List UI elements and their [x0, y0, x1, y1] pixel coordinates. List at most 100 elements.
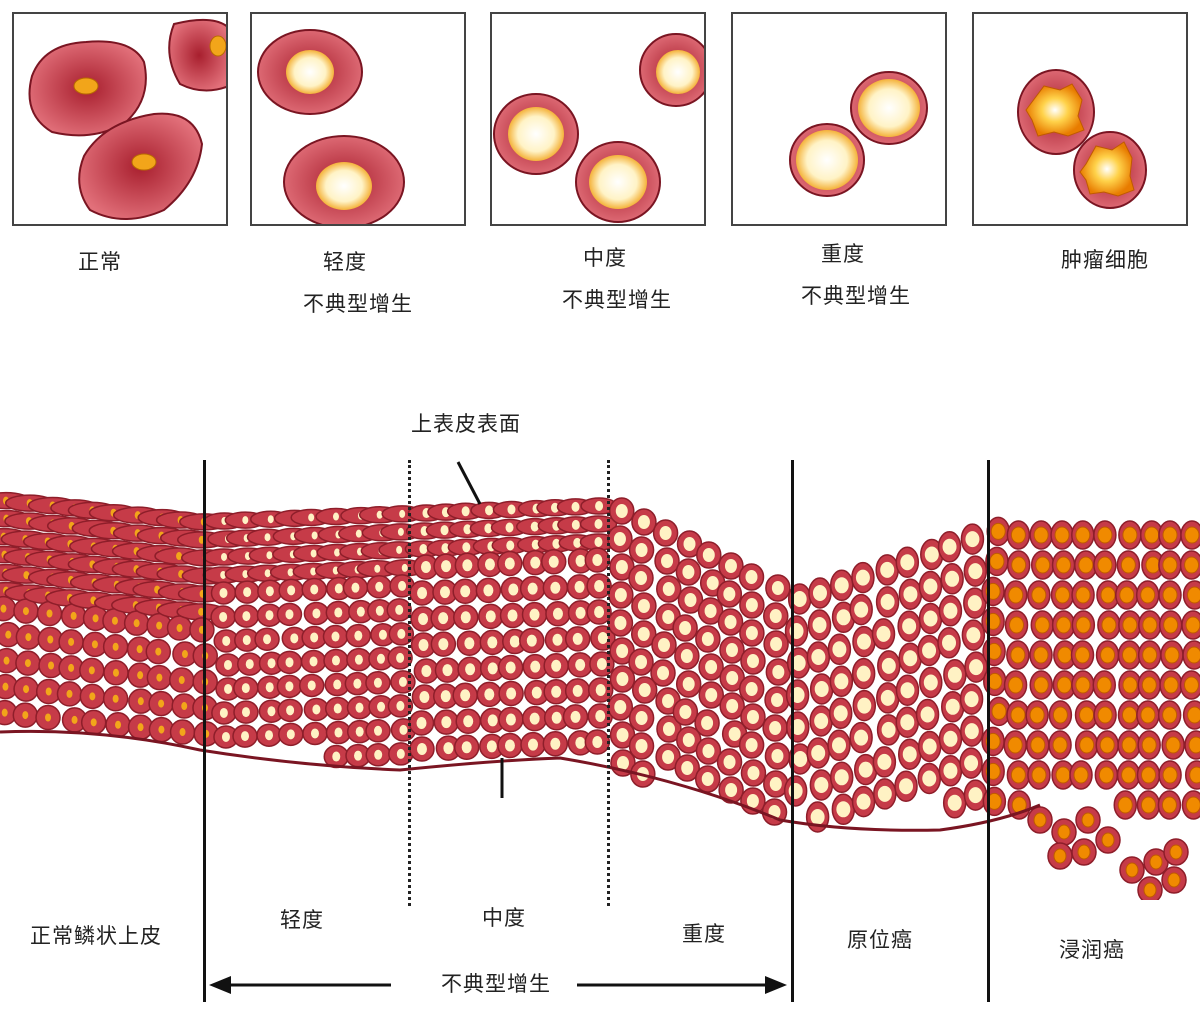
tissue-nucleus	[726, 699, 739, 713]
tissue-nucleus	[615, 504, 628, 518]
tissue-nucleus	[287, 585, 296, 596]
tissue-nucleus	[376, 653, 385, 664]
tissue-nucleus	[1117, 796, 1133, 814]
tissue-nucleus	[575, 736, 586, 749]
tissue-nucleus	[1009, 616, 1025, 634]
tissue-nucleus	[616, 728, 629, 742]
surface-callout-label: 上表皮表面	[411, 412, 521, 436]
invading-nucleus	[1057, 824, 1071, 840]
tissue-nucleus	[1145, 556, 1161, 574]
tissue-nucleus	[310, 632, 319, 643]
tissue-nucleus	[530, 556, 541, 569]
tissue-nucleus	[462, 559, 473, 572]
tissue-nucleus	[506, 687, 517, 700]
tissue-nucleus	[572, 632, 583, 645]
tissue-nucleus	[880, 593, 895, 610]
tissue-nucleus	[989, 552, 1005, 570]
tissue-nucleus	[507, 609, 518, 622]
tissue-nucleus	[311, 531, 318, 540]
tissue-nucleus	[701, 772, 714, 786]
tissue-nucleus	[155, 647, 162, 656]
tissue-nucleus	[353, 678, 362, 689]
tissue-nucleus	[552, 538, 561, 549]
tissue-nucleus	[48, 661, 55, 670]
tissue-nucleus	[965, 531, 980, 548]
tissue-nucleus	[1141, 766, 1157, 784]
tissue-nucleus	[1162, 706, 1178, 724]
tissue-nucleus	[137, 671, 144, 680]
tissue-nucleus	[942, 634, 957, 651]
tissue-nucleus	[1162, 556, 1178, 574]
tissue-nucleus	[899, 778, 914, 795]
tissue-nucleus	[920, 706, 935, 723]
tissue-nucleus	[1052, 736, 1068, 754]
tissue-nucleus	[683, 537, 696, 551]
tissue-nucleus	[922, 642, 937, 659]
tissue-nucleus	[22, 711, 29, 720]
tissue-nucleus	[241, 707, 250, 718]
tissue-nucleus	[438, 612, 449, 625]
tissue-nucleus	[1185, 616, 1200, 634]
tissue-nucleus	[307, 680, 316, 691]
tissue-nucleus	[484, 688, 495, 701]
tissue-nucleus	[1100, 646, 1116, 664]
tissue-nucleus	[241, 731, 250, 742]
tissue-nucleus	[856, 665, 871, 682]
tissue-nucleus	[506, 540, 515, 551]
tissue-nucleus	[616, 672, 629, 686]
tissue-nucleus	[723, 755, 736, 769]
tissue-nucleus	[662, 694, 675, 708]
tissue-nucleus	[858, 761, 873, 778]
tissue-nucleus	[594, 519, 603, 529]
tissue-nucleus	[25, 633, 32, 642]
tissue-nucleus	[354, 750, 363, 761]
tissue-nucleus	[334, 607, 343, 618]
tissue-nucleus	[179, 728, 186, 737]
tissue-nucleus	[811, 745, 826, 761]
panel-tumor-cells	[972, 12, 1188, 226]
tissue-nucleus	[505, 713, 516, 726]
tissue-nucleus	[487, 714, 498, 727]
normal-cell	[168, 18, 226, 92]
tissue-nucleus	[485, 505, 494, 516]
tissue-nucleus	[614, 616, 627, 630]
tissue-nucleus	[354, 654, 363, 665]
tissue-nucleus	[219, 611, 228, 622]
tissue-nucleus	[725, 643, 738, 657]
zone-invasive-label: 浸润癌	[1059, 938, 1125, 962]
tissue-nucleus	[460, 585, 471, 598]
invading-nucleus	[1033, 812, 1047, 828]
tissue-nucleus	[378, 629, 387, 640]
tissue-nucleus	[637, 627, 650, 641]
tissue-nucleus	[679, 621, 692, 635]
tissue-nucleus	[947, 666, 962, 683]
tissue-nucleus	[854, 601, 869, 618]
tissue-nucleus	[614, 700, 627, 714]
tissue-nucleus	[1144, 526, 1160, 544]
tissue-nucleus	[334, 727, 343, 738]
tissue-nucleus	[3, 656, 10, 665]
tissue-nucleus	[285, 609, 294, 620]
tissue-nucleus	[396, 748, 405, 759]
tissue-nucleus	[575, 658, 586, 671]
tissue-nucleus	[354, 630, 363, 641]
tissue-nucleus	[726, 671, 739, 685]
tissue-nucleus	[355, 529, 362, 538]
tissue-nucleus	[1008, 676, 1024, 694]
tissue-nucleus	[241, 683, 250, 694]
label-severe-sub: 不典型增生	[801, 284, 911, 308]
tissue-nucleus	[702, 744, 715, 758]
tissue-nucleus	[769, 609, 782, 623]
tissue-nucleus	[769, 777, 782, 791]
zone-moderate-label: 中度	[482, 906, 526, 930]
tissue-nucleus	[1008, 586, 1024, 604]
tissue-nucleus	[1140, 586, 1156, 604]
tissue-nucleus	[285, 657, 294, 668]
invading-nucleus	[1053, 848, 1067, 864]
tissue-nucleus	[769, 721, 782, 735]
tissue-nucleus	[242, 611, 251, 622]
tissue-nucleus	[1187, 586, 1200, 604]
tissue-nucleus	[219, 707, 228, 718]
tissue-nucleus	[1079, 706, 1095, 724]
tissue-nucleus	[464, 637, 475, 650]
